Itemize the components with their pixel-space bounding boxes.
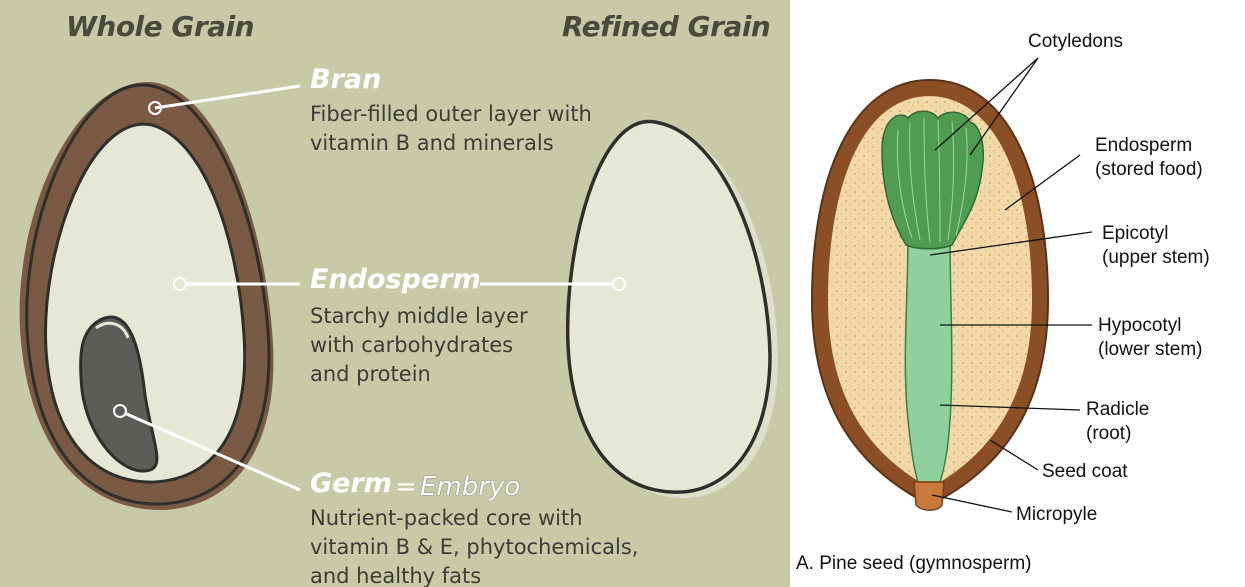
endosperm-desc-line: and protein <box>310 360 528 389</box>
grain-anatomy-panel: Whole Grain Refined Grain Bran Fiber-fil… <box>0 0 790 587</box>
label-endosperm-line: (stored food) <box>1095 158 1203 182</box>
label-epicotyl: Epicotyl (upper stem) <box>1102 222 1210 270</box>
label-hypocotyl-line: (lower stem) <box>1098 338 1203 362</box>
whole-grain-title: Whole Grain <box>66 10 254 43</box>
label-radicle: Radicle (root) <box>1086 398 1149 446</box>
label-endosperm-line: Endosperm <box>1095 134 1203 158</box>
label-endosperm: Endosperm (stored food) <box>1095 134 1203 182</box>
label-hypocotyl: Hypocotyl (lower stem) <box>1098 314 1203 362</box>
germ-term: Germ <box>310 468 392 499</box>
pine-seed-svg <box>790 0 1245 587</box>
bran-term: Bran <box>310 64 381 95</box>
label-cotyledons: Cotyledons <box>1028 30 1123 54</box>
embryo-stem <box>905 235 951 482</box>
germ-desc-line: and healthy fats <box>310 562 638 587</box>
germ-equals: = <box>395 472 417 502</box>
label-epicotyl-line: (upper stem) <box>1102 246 1210 270</box>
germ-description: Nutrient-packed core with vitamin B & E,… <box>310 504 638 587</box>
endosperm-desc-line: Starchy middle layer <box>310 302 528 331</box>
refined-grain-title: Refined Grain <box>562 10 770 43</box>
germ-callout-dot <box>114 405 126 417</box>
label-epicotyl-line: Epicotyl <box>1102 222 1210 246</box>
label-radicle-line: (root) <box>1086 422 1149 446</box>
bran-desc-line: vitamin B and minerals <box>310 129 592 158</box>
endosperm-callout-dot-right <box>613 278 625 290</box>
germ-desc-line: vitamin B & E, phytochemicals, <box>310 533 638 562</box>
pine-seed-panel: Cotyledons Endosperm (stored food) Epico… <box>790 0 1245 587</box>
refined-grain-endosperm <box>568 121 770 492</box>
germ-alias-embryo: Embryo <box>420 472 520 502</box>
endosperm-description: Starchy middle layer with carbohydrates … <box>310 302 528 389</box>
bran-desc-line: Fiber-filled outer layer with <box>310 100 592 129</box>
label-micropyle: Micropyle <box>1016 503 1097 527</box>
endosperm-desc-line: with carbohydrates <box>310 331 528 360</box>
label-radicle-line: Radicle <box>1086 398 1149 422</box>
bran-description: Fiber-filled outer layer with vitamin B … <box>310 100 592 158</box>
figure-caption: A. Pine seed (gymnosperm) <box>796 552 1032 576</box>
germ-desc-line: Nutrient-packed core with <box>310 504 638 533</box>
endosperm-term: Endosperm <box>310 264 481 295</box>
endosperm-callout-dot-left <box>174 278 186 290</box>
label-seed-coat: Seed coat <box>1042 460 1128 484</box>
label-hypocotyl-line: Hypocotyl <box>1098 314 1203 338</box>
